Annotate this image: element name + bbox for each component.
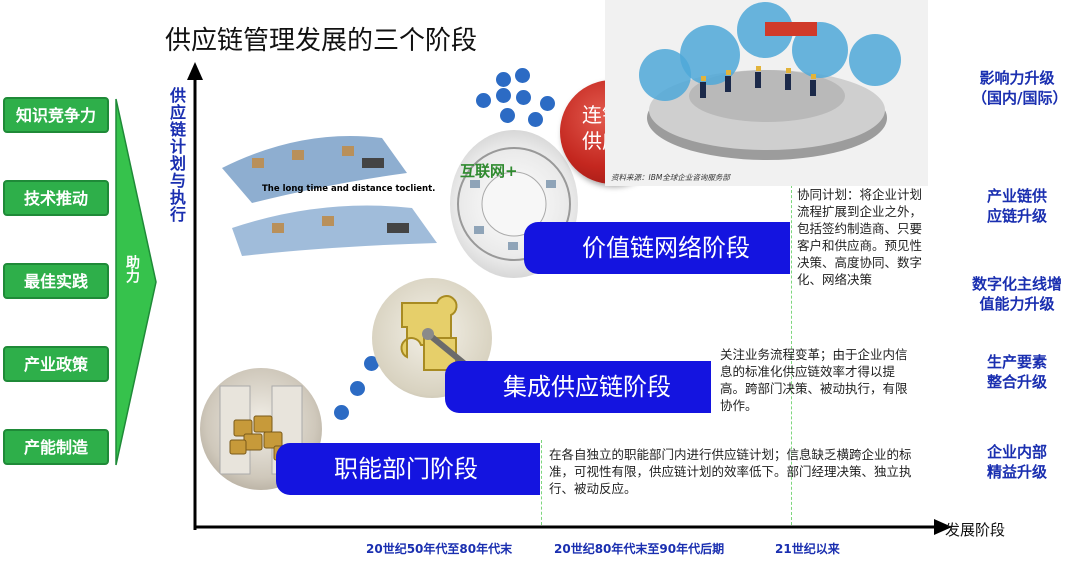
era-divider-1	[541, 440, 542, 525]
connector-dot	[540, 96, 555, 111]
logistics-flow-graphic: The long time and distance toclient.	[212, 128, 442, 258]
era-divider-2	[791, 180, 792, 525]
axes	[187, 62, 952, 535]
era-label-1: 20世纪50年代至80年代末	[366, 542, 513, 556]
era-label-2: 20世纪80年代末至90年代后期	[554, 542, 725, 556]
y-axis-label: 供应链计划与执行	[167, 87, 186, 223]
assist-arrow	[115, 98, 157, 466]
stage-value-network-desc: 协同计划：将企业计划流程扩展到企业之外，包括签约制造商、只要客户和供应商。预见性…	[797, 187, 923, 287]
connector-dot	[500, 108, 515, 123]
network-collaboration-graphic: 资料来源：IBM全球企业咨询服务部	[605, 0, 928, 186]
connector-dot	[350, 381, 365, 396]
connector-dot	[496, 88, 511, 103]
upgrade-digital: 数字化主线增值能力升级	[971, 275, 1062, 313]
stage-value-network: 价值链网络阶段	[524, 222, 790, 274]
stage-functional: 职能部门阶段	[276, 443, 540, 495]
driver-knowledge: 知识竞争力	[3, 97, 109, 133]
upgrade-industry-chain: 产业链供应链升级	[986, 187, 1047, 225]
driver-industry-policy: 产业政策	[3, 346, 109, 382]
connector-dot	[334, 405, 349, 420]
upgrade-influence: 影响力升级（国内/国际）	[972, 69, 1068, 107]
stage-integrated-desc: 关注业务流程变革；由于企业内信息的标准化供应链效率才得以提高。跨部门决策、被动执…	[720, 347, 908, 413]
stage-functional-desc: 在各自独立的职能部门内进行供应链计划；信息缺乏横跨企业的标准，可视性有限，供应链…	[549, 447, 912, 496]
connector-dot	[476, 93, 491, 108]
driver-best-practice: 最佳实践	[3, 263, 109, 299]
internet-plus-label: 互联网+	[460, 162, 518, 180]
logistics-caption: The long time and distance toclient.	[262, 184, 436, 194]
connector-dot	[528, 112, 543, 127]
connector-dot	[496, 72, 511, 87]
era-label-3: 21世纪以来	[775, 542, 840, 556]
driver-technology: 技术推动	[3, 180, 109, 216]
connector-dot	[516, 90, 531, 105]
source-note: 资料来源：IBM全球企业咨询服务部	[611, 173, 730, 182]
upgrade-lean: 企业内部精益升级	[986, 443, 1047, 481]
upgrade-production-factors: 生产要素整合升级	[986, 353, 1047, 391]
connector-dot	[515, 68, 530, 83]
driver-capacity: 产能制造	[3, 429, 109, 465]
page-title: 供应链管理发展的三个阶段	[165, 26, 478, 56]
stage-integrated: 集成供应链阶段	[445, 361, 711, 413]
x-axis-label: 发展阶段	[945, 521, 1006, 539]
assist-label: 助力	[124, 255, 140, 283]
